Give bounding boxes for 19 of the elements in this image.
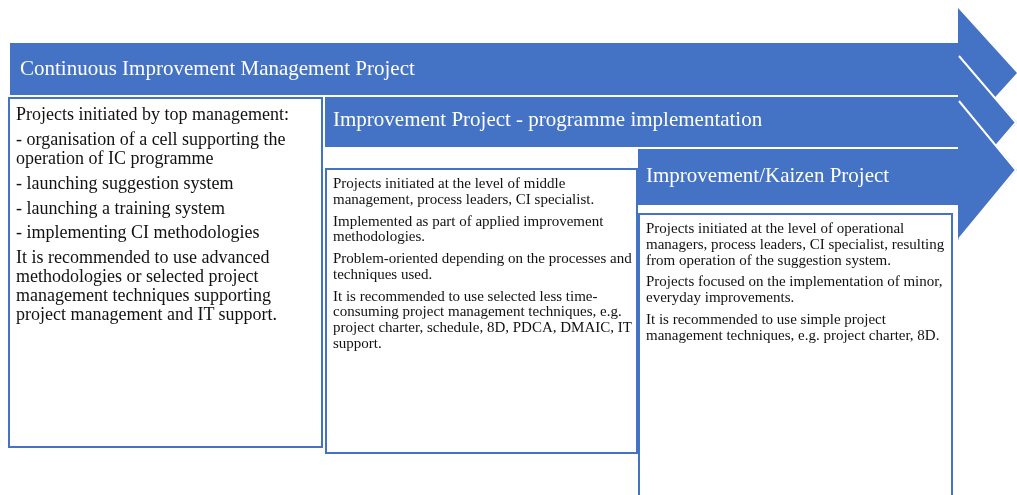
panel-text: It is recommended to use selected less time-consuming project management techniques, e.g. project charter, schedule, 8D, PDCA, DMAIC, IT support.	[333, 288, 632, 352]
banner-title: Improvement/Kaizen Project	[646, 163, 890, 188]
panel-text: - launching suggestion system	[16, 173, 235, 193]
banner-title: Continuous Improvement Management Project	[20, 56, 415, 81]
panel-text: Projects initiated at the level of operational managers, process leaders, CI specialist, resulting from operation of the suggestion system.	[646, 221, 946, 269]
panel-text: Implemented as part of applied improvement methodologies.	[333, 213, 605, 245]
panel-text: It is recommended to use advanced methodologies or selected project management techniques supporting project management and IT support.	[16, 248, 279, 324]
panel-text: Projects focused on the implementation of minor, everyday improvements.	[646, 274, 944, 306]
panel-text: Problem-oriented depending on the processes and techniques used.	[333, 251, 632, 283]
text-panel	[8, 97, 323, 448]
text-panel	[638, 213, 953, 495]
panel-text: Projects initiated by top management:	[16, 105, 290, 124]
panel-text: - launching a training system	[16, 198, 226, 218]
panel-text: - organisation of a cell supporting the operation of IC programme	[16, 129, 287, 168]
panel-text: It is recommended to use simple project management techniques, e.g. project charter, 8D.	[646, 311, 941, 344]
panel-text: - implementing CI methodologies	[16, 223, 261, 243]
banner-title: Improvement Project - programme implementation	[333, 107, 763, 132]
panel-text: Projects initiated at the level of middle management, process leaders, CI specialist.	[333, 176, 596, 208]
text-panel	[325, 168, 638, 454]
